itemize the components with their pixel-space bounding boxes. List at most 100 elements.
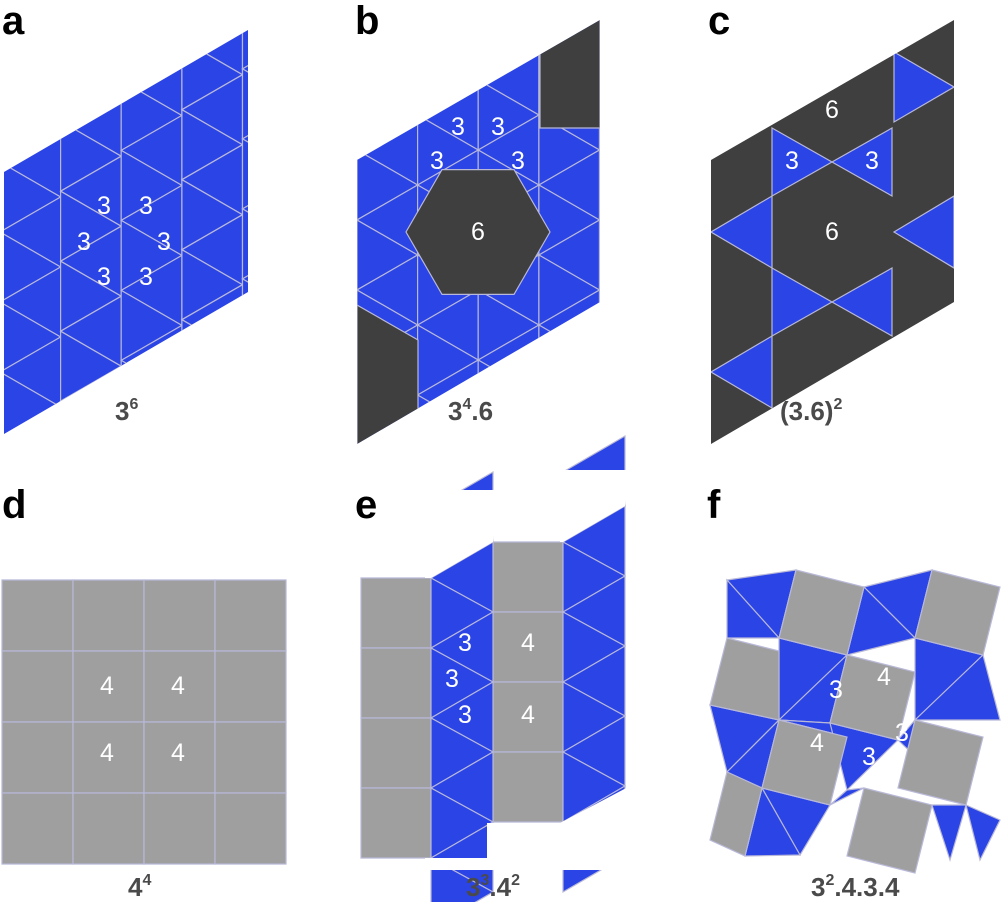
triangle-tile [711,194,773,270]
triangle-tile [182,0,243,5]
face-number: 4 [171,672,185,700]
triangle-tile [119,30,183,47]
face-number: 3 [865,147,879,175]
panel-label-f: f [707,483,721,527]
face-number: 3 [829,676,843,704]
triangle-tile [726,578,781,639]
panel-c: c (3.6)2 6 3 3 6 [708,0,954,444]
triangle-tile [357,218,358,292]
triangle-tile [241,30,248,35]
tiling-3-3-4-2 [360,434,630,902]
triangle-tile [830,126,893,198]
face-number: 3 [511,147,525,175]
face-number: 6 [825,96,839,124]
triangle-tile [121,500,182,570]
square-tile [214,792,287,865]
triangle-tile [180,353,244,426]
triangle-tile [539,0,600,10]
square-tile [360,787,432,859]
hexagon-tile [405,169,551,295]
triangle-tile [598,288,600,362]
triangle-tile [416,20,479,82]
face-number: 4 [521,629,535,657]
triangle-tile [296,0,357,10]
face-number: 4 [100,672,114,700]
panel-label-a: a [2,0,25,43]
triangle-tile [303,203,364,273]
face-number: 3 [458,701,472,729]
triangle-tile [296,605,357,675]
triangle-tile [296,710,357,780]
triangle-tile [296,535,357,605]
triangle-tile [303,273,364,343]
face-number: 4 [521,701,535,729]
vertex-numbers-d: 4 4 4 4 [100,672,185,767]
background-mask [560,786,630,870]
face-number: 4 [171,739,185,767]
triangle-tile [357,253,359,327]
triangle-tile [357,323,359,397]
triangle-tile [357,428,358,444]
triangle-tile [241,277,248,350]
triangle-tile [296,745,357,815]
triangle-tile [711,334,773,410]
panel-label-d: d [2,483,26,527]
square-tile [360,577,432,649]
face-number: 3 [97,263,111,291]
triangle-tile [598,78,600,152]
triangle-tile [243,454,304,524]
triangle-tile [303,378,364,448]
triangle-tile [61,0,122,16]
triangle-tile [538,323,600,397]
triangle-tile [598,183,600,257]
triangle-tile [121,0,182,11]
triangle-tile [303,168,364,238]
square-tile [214,650,287,723]
caption-a: 36 [115,396,138,426]
triangle-tile [598,218,600,292]
face-number: 6 [825,218,839,246]
background-mask [487,823,568,870]
triangle-tile [4,55,62,129]
triangle-tile [241,137,248,210]
panel-d: d 44 4 4 4 4 [1,483,287,902]
triangle-tile [303,553,364,623]
panel-label-e: e [355,483,377,527]
triangle-tile [598,20,600,82]
triangle-tile [357,288,358,362]
panel-e: e 33.42 3 4 3 3 4 [355,434,630,902]
triangle-tile [417,20,480,47]
triangle-tile [660,535,721,605]
triangle-tile [537,358,600,432]
triangle-tile [241,242,248,315]
triangle-tile [303,308,364,378]
triangle-tile [478,0,539,10]
square-tile [709,771,763,857]
triangle-tile [598,358,600,432]
triangle-tile [296,465,357,535]
hexagon-tile [357,303,419,444]
triangle-tile [296,815,357,885]
triangle-tile [598,20,600,47]
caption-c: (3.6)2 [780,396,842,426]
triangle-tile [61,436,122,506]
caption-b: 34.6 [448,396,493,426]
square-tile [360,647,432,719]
triangle-tile [892,194,954,270]
triangle-tile [241,30,248,70]
triangle-tile [476,20,540,47]
triangle-tile [296,640,357,710]
triangle-tile [180,423,244,434]
caption-e: 33.42 [466,872,520,902]
triangle-tile [241,67,248,140]
triangle-tile [182,495,243,565]
triangle-tile [418,0,479,10]
square-tile [897,719,984,806]
hexagon-tile [539,20,600,129]
triangle-tile [357,113,359,187]
triangle-tile [59,400,123,434]
square-tile [914,569,1001,656]
square-tile [492,751,564,823]
triangle-tile [357,20,358,82]
triangle-tile [357,78,358,152]
